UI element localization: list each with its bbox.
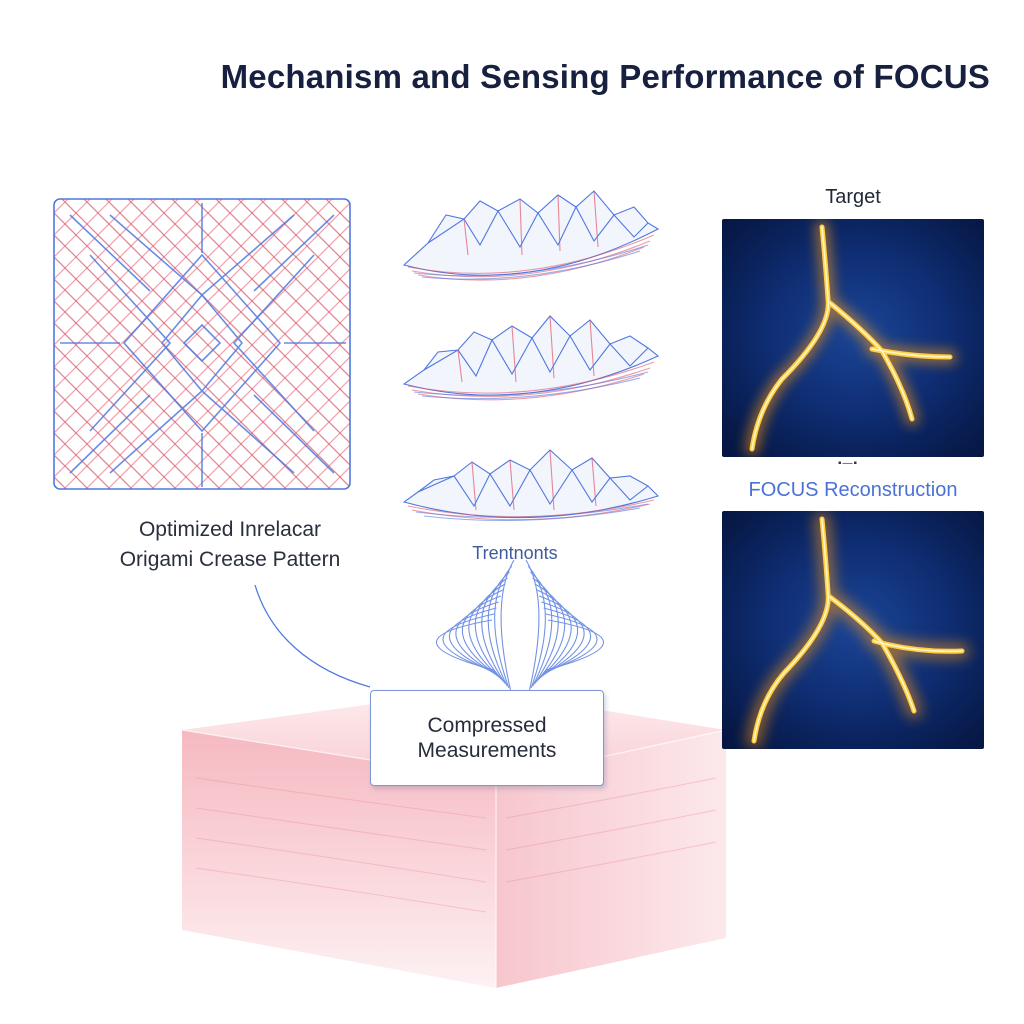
box-line1: Compressed (427, 714, 547, 737)
reconstruction-label: FOCUS Reconstruction (748, 479, 958, 501)
crease-pattern-label: Optimized Inrelacar Origami Crease Patte… (60, 515, 400, 575)
target-vessel-graphic (745, 220, 957, 456)
reconstruction-vessel-graphic (746, 511, 970, 749)
separator-mark: ▪—▪ (838, 458, 859, 469)
wave-fan-right (525, 559, 605, 691)
figure-title: Mechanism and Sensing Performance of FOC… (220, 58, 990, 95)
target-label: Target (825, 186, 881, 208)
folded-state-2 (402, 315, 660, 401)
reconstruction-image (722, 511, 984, 749)
crease-label-line1: Optimized Inrelacar (138, 518, 322, 541)
wave-fan-left (435, 559, 515, 691)
folded-state-3 (402, 449, 660, 522)
waves-label: Trentnonts (472, 543, 558, 563)
crease-label-line2: Origami Crease Pattern (119, 548, 341, 571)
folded-state-1 (402, 190, 660, 281)
box-line2: Measurements (417, 739, 557, 762)
leader-curve (254, 584, 371, 688)
target-image (722, 219, 984, 457)
compressed-measurements-box: Compressed Measurements (370, 690, 604, 786)
origami-crease-pattern (53, 198, 351, 490)
